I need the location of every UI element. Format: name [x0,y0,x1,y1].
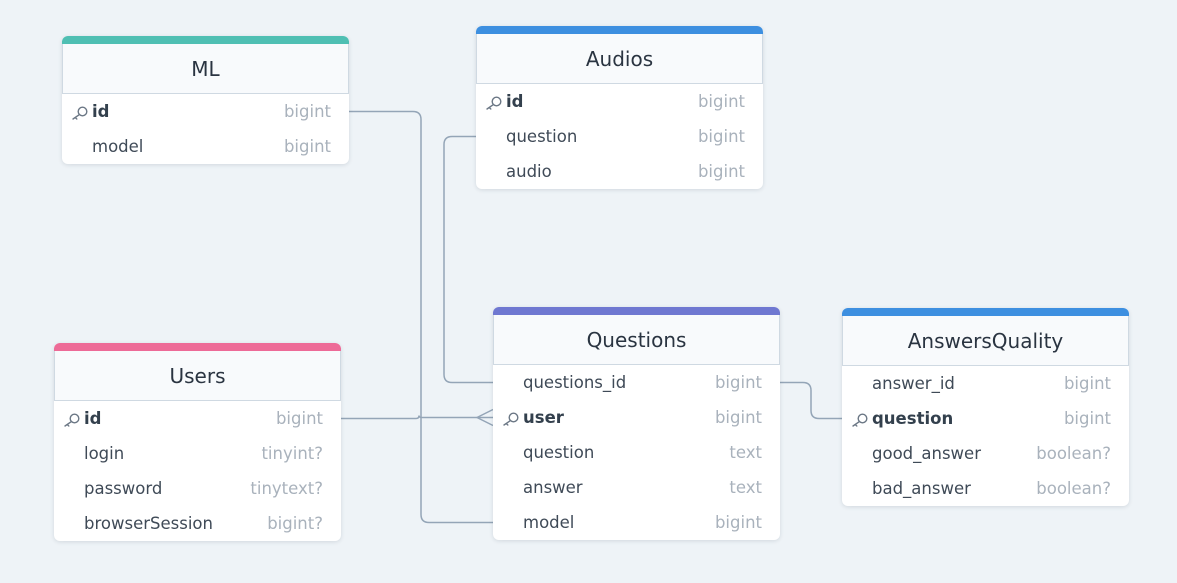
field-type: bigint [1063,374,1111,393]
field-name: answer_id [872,374,955,393]
field-type: bigint [1063,409,1111,428]
field-type: bigint [283,102,331,121]
table-audios[interactable]: Audios id bigint question bigint audio bigint [476,26,763,189]
relation-users-questions [341,415,493,420]
field-type: tinyint? [261,444,323,463]
field-row[interactable]: question text [493,435,780,470]
field-row[interactable]: audio bigint [476,154,763,189]
field-type: bigint [283,137,331,156]
field-name: answer [523,478,583,497]
table-header[interactable]: Questions [493,315,780,365]
field-name: browserSession [84,514,213,533]
field-row[interactable]: model bigint [493,505,780,540]
field-row[interactable]: question bigint [476,119,763,154]
field-name: id [84,409,102,428]
field-row[interactable]: good_answer boolean? [842,436,1129,471]
field-type: bigint? [267,514,323,533]
table-header[interactable]: AnswersQuality [842,316,1129,366]
table-accent-bar [493,307,780,315]
table-title: Questions [586,327,687,352]
field-name: bad_answer [872,479,971,498]
field-name: login [84,444,125,463]
relation-ml-questions [349,110,493,524]
field-type: boolean? [1036,444,1111,463]
field-type: bigint [714,513,762,532]
field-row[interactable]: answer_id bigint [842,366,1129,401]
key-icon [485,95,502,110]
field-name: model [523,513,575,532]
field-row[interactable]: question bigint [842,401,1129,436]
key-icon [851,412,868,427]
field-name: question [523,443,595,462]
field-type: text [729,478,762,497]
field-row[interactable]: browserSession bigint? [54,506,341,541]
field-type: bigint [697,127,745,146]
field-name: question [506,127,578,146]
field-type: bigint [714,408,762,427]
field-name: id [92,102,110,121]
field-name: password [84,479,163,498]
field-row[interactable]: login tinyint? [54,436,341,471]
field-row[interactable]: id bigint [54,401,341,436]
relation-questions-answersquality [780,381,842,420]
table-header[interactable]: ML [62,44,349,94]
table-accent-bar [842,308,1129,316]
field-type: bigint [714,373,762,392]
field-row[interactable]: bad_answer boolean? [842,471,1129,506]
field-row[interactable]: user bigint [493,400,780,435]
field-name: good_answer [872,444,981,463]
field-type: bigint [275,409,323,428]
table-users[interactable]: Users id bigint login tinyint? password tinyte… [54,343,341,541]
field-name: question [872,409,954,428]
table-title: AnswersQuality [907,328,1064,353]
table-title: Users [169,363,226,388]
table-header[interactable]: Audios [476,34,763,84]
crowfoot-many-marker [476,408,494,427]
field-name: id [506,92,524,111]
field-type: tinytext? [250,479,323,498]
field-name: model [92,137,144,156]
key-icon [71,105,88,120]
field-type: bigint [697,92,745,111]
field-row[interactable]: questions_id bigint [493,365,780,400]
field-type: boolean? [1036,479,1111,498]
field-row[interactable]: id bigint [62,94,349,129]
field-row[interactable]: password tinytext? [54,471,341,506]
key-icon [63,412,80,427]
table-title: ML [191,56,220,81]
table-accent-bar [54,343,341,351]
field-row[interactable]: answer text [493,470,780,505]
field-name: questions_id [523,373,627,392]
key-icon [502,411,519,426]
table-title: Audios [585,46,654,71]
table-accent-bar [476,26,763,34]
field-type: text [729,443,762,462]
relation-audios-questions [443,135,493,384]
table-header[interactable]: Users [54,351,341,401]
field-name: audio [506,162,552,181]
field-type: bigint [697,162,745,181]
field-row[interactable]: model bigint [62,129,349,164]
table-accent-bar [62,36,349,44]
field-name: user [523,408,564,427]
table-ml[interactable]: ML id bigint model bigint [62,36,349,164]
field-row[interactable]: id bigint [476,84,763,119]
